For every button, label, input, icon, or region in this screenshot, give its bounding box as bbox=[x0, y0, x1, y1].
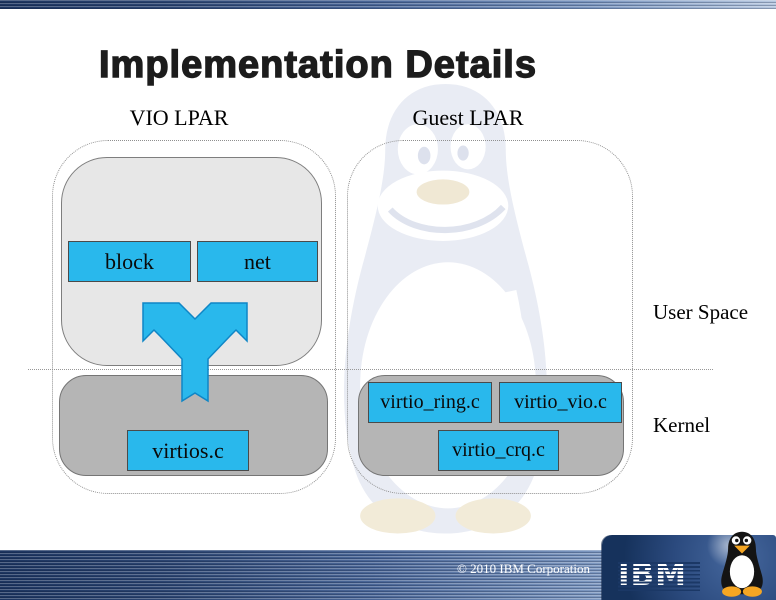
user-kernel-separator-line bbox=[28, 369, 713, 370]
kernel-label: Kernel bbox=[653, 413, 711, 437]
user-space-label: User Space bbox=[653, 300, 749, 324]
virtios-module-box: virtios.c bbox=[127, 430, 249, 471]
vio-lpar-label: VIO LPAR bbox=[129, 105, 229, 130]
split-arrow-icon bbox=[142, 302, 248, 403]
block-module-box: block bbox=[68, 241, 191, 282]
tux-icon bbox=[721, 531, 763, 597]
guest-lpar-container bbox=[347, 140, 633, 494]
vio-lpar-container bbox=[52, 140, 336, 494]
virtio-vio-module-box: virtio_vio.c bbox=[499, 382, 622, 423]
copyright-text: © 2010 IBM Corporation bbox=[456, 561, 590, 576]
net-module-box: net bbox=[197, 241, 318, 282]
slide-title: Implementation Details bbox=[98, 43, 537, 86]
ibm-logo-stripes bbox=[618, 560, 700, 591]
ibm-logo: IBM bbox=[618, 558, 700, 592]
top-accent-bar bbox=[0, 0, 776, 9]
virtio-ring-module-box: virtio_ring.c bbox=[368, 382, 492, 423]
guest-lpar-label: Guest LPAR bbox=[412, 105, 524, 130]
ibm-brand-panel: IBM bbox=[602, 531, 776, 600]
virtio-crq-module-box: virtio_crq.c bbox=[438, 430, 559, 471]
